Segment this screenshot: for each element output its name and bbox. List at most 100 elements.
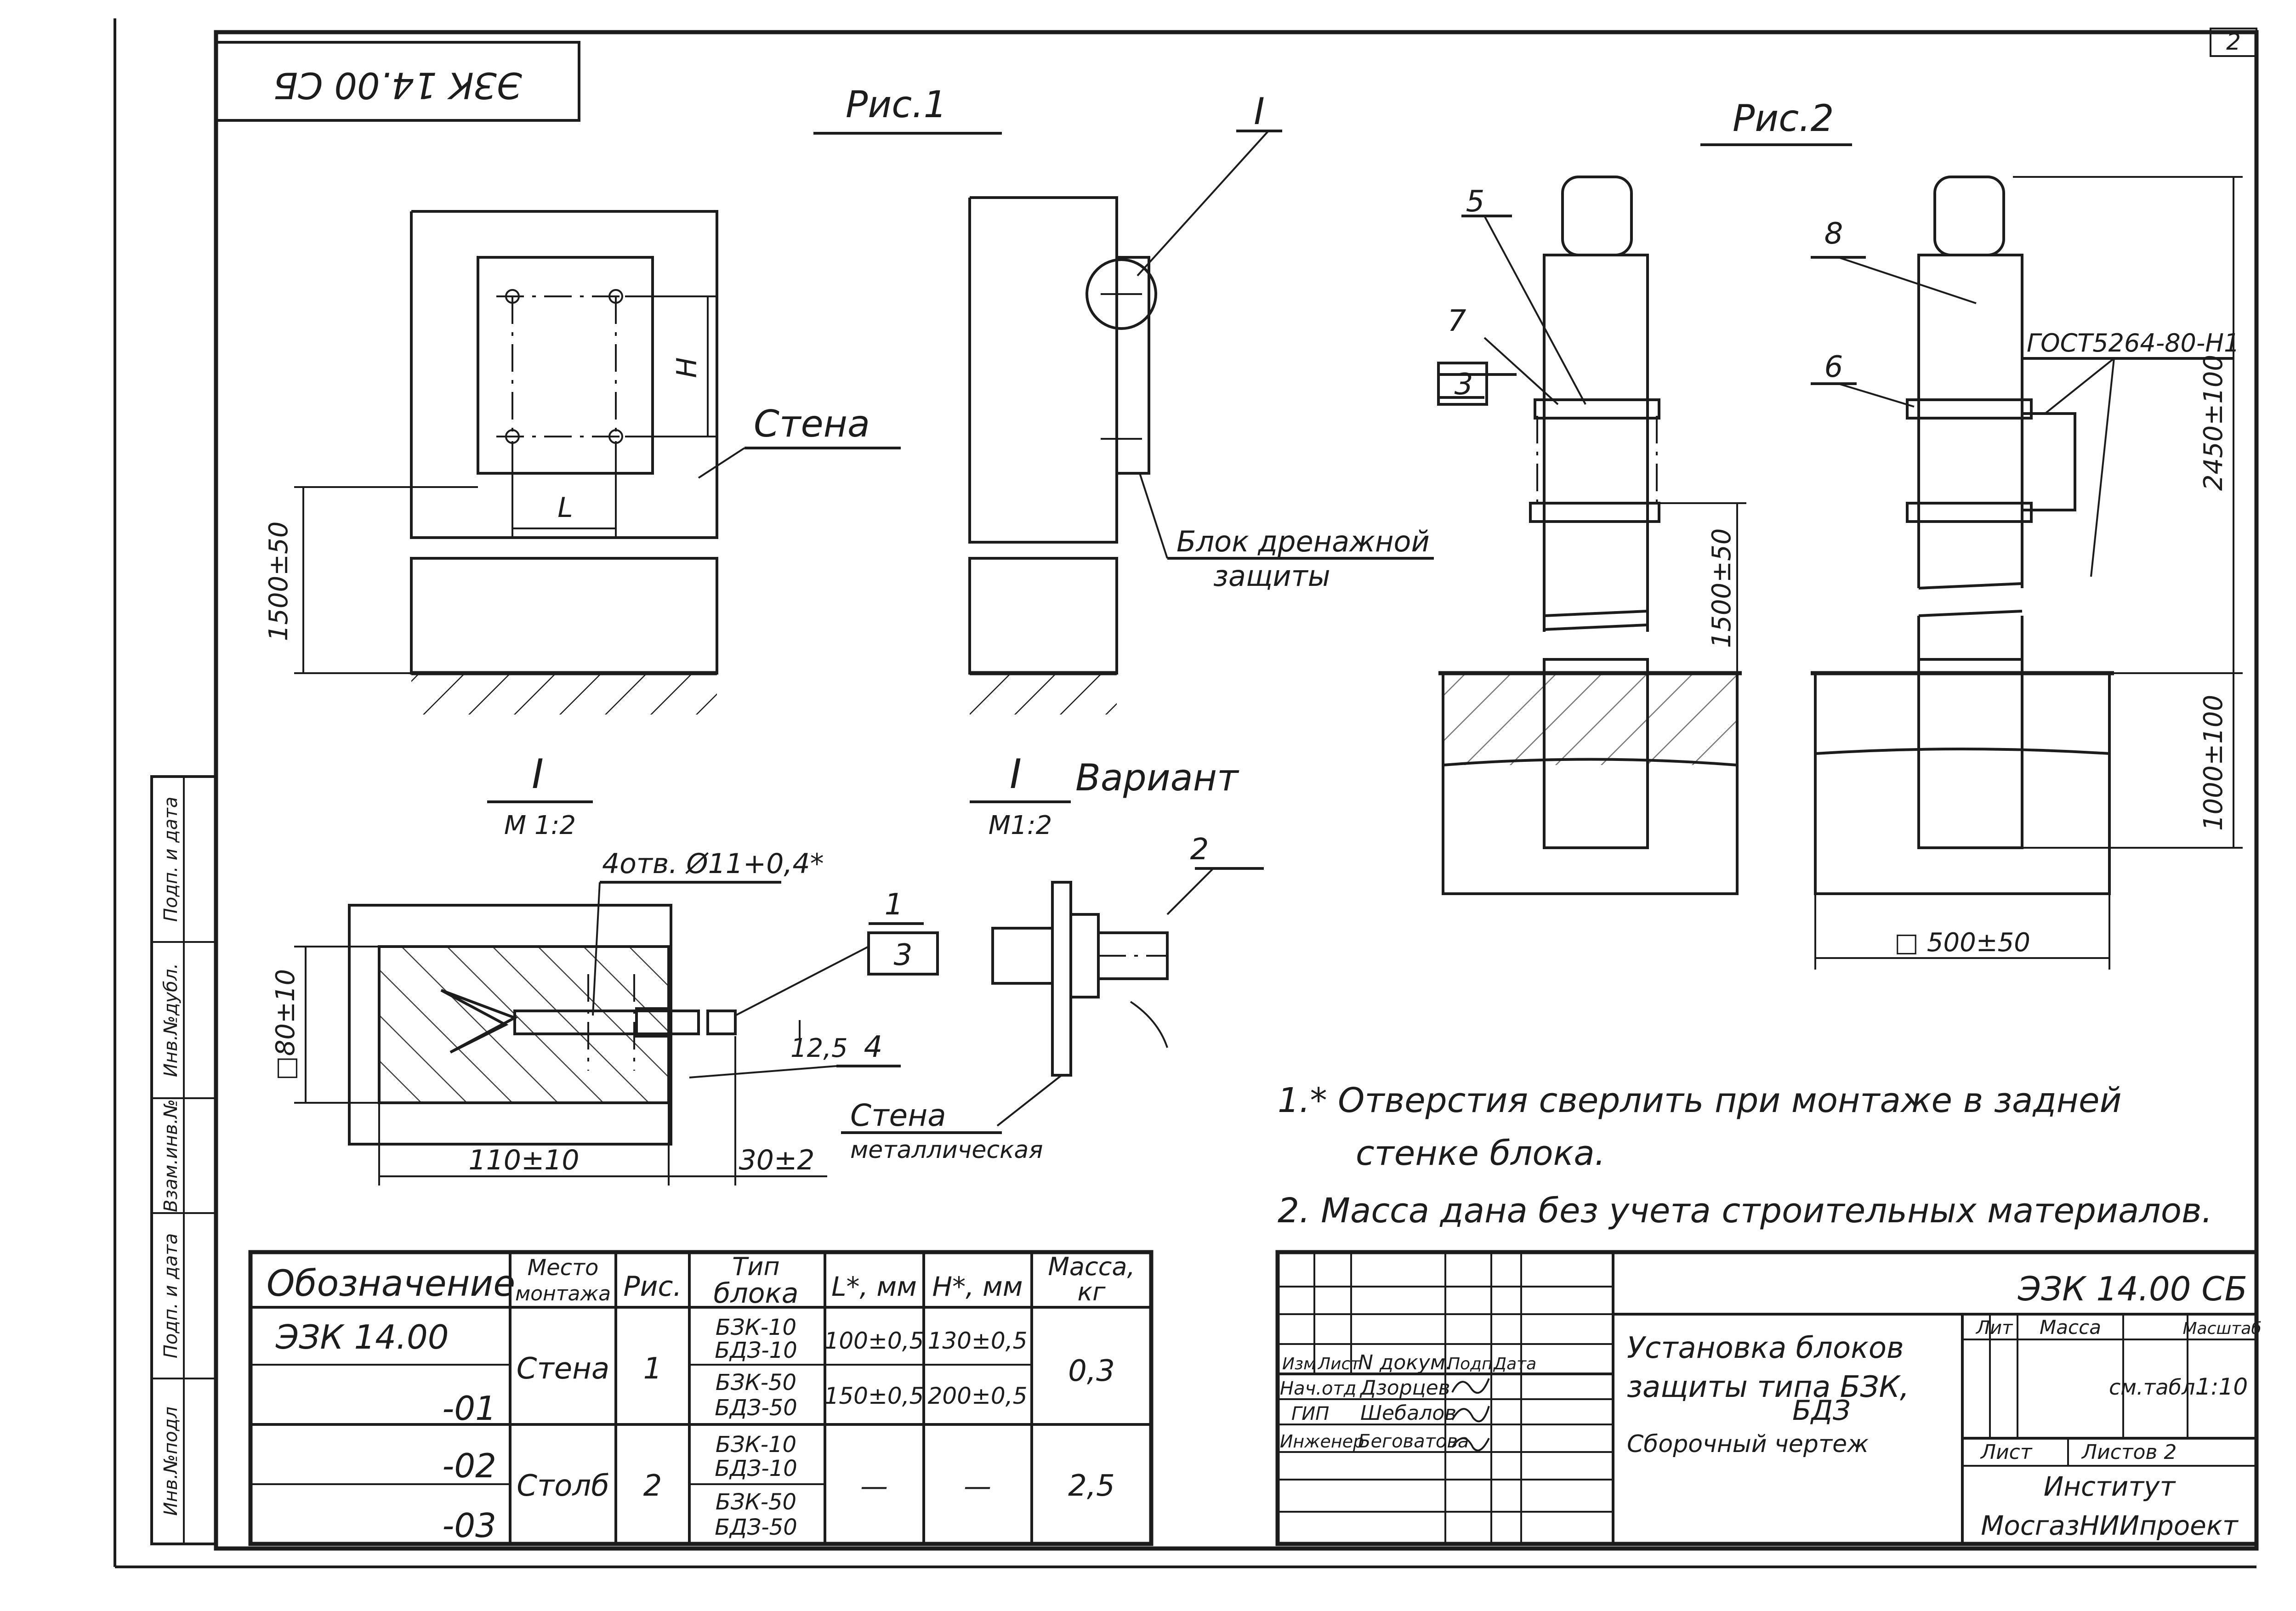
name-1: Дзорцев [1359,1376,1450,1400]
th-mass-1: Масса, [1048,1252,1135,1281]
th-l: L*, мм [831,1271,917,1302]
pos-1-label: 1 [885,888,904,922]
note-1: 1.* Отверстия сверлить при монтаже в зад… [1278,1081,2122,1120]
detail-variant-section [991,867,1264,1127]
holes-label: 4отв. Ø11+0,4* [602,848,824,880]
type-1-1: БЗК-50 [716,1370,796,1395]
metal-wall-label-2: металлическая [850,1136,1043,1164]
type-3-2: БДЗ-50 [715,1515,797,1540]
svg-text:ЭЗК 14.00 СБ: ЭЗК 14.00 СБ [273,64,523,106]
detail-mark: I [532,750,544,798]
pos-2-label: 2 [1190,833,1209,867]
sheet-label: Лист [1980,1441,2033,1464]
sheet-corner-number: 2 [2226,28,2241,55]
row-designation-1: -01 [442,1389,496,1428]
sheets-label: Листов 2 [2081,1441,2177,1464]
metal-wall-label-1: Стена [850,1098,946,1133]
lit-label: Лит [1975,1317,2013,1339]
note-1-cont: стенке блока. [1356,1134,1605,1173]
type-0-2: БДЗ-10 [715,1338,797,1363]
title-line-2: защиты типа БЗК, [1627,1370,1909,1404]
type-2-2: БДЗ-10 [715,1456,797,1481]
mass-label: Масса [2040,1316,2101,1339]
title-line-4: Сборочный чертеж [1627,1430,1869,1458]
title-block [1275,1250,2259,1546]
detail-section [294,881,939,1186]
side-stamp: Инв.№подл Подп. и дата Взам.инв.№ Инв.№д… [150,775,217,1545]
dim-500: □ 500±50 [1894,928,2030,958]
col-list: Лист [1317,1355,1360,1373]
place-wall: Стена [517,1352,609,1386]
drainage-label-line2: защиты [1213,559,1330,593]
name-3: Беговатова [1358,1431,1469,1452]
scale-value: 1:10 [2196,1373,2248,1400]
scale-label: Масштаб [2182,1319,2261,1338]
l-1: 150±0,5 [824,1383,924,1409]
svg-text:Взам.инв.№: Взам.инв.№ [160,1099,182,1212]
role-3: Инженер [1280,1431,1364,1452]
fig-wall: 1 [643,1352,662,1386]
fig1-title: Рис.1 [846,83,947,126]
wall-label: Стена [754,403,870,445]
pos-3-label-detail: 3 [894,938,913,972]
col-sign: Подп. [1448,1355,1498,1373]
pos-7-label: 7 [1448,304,1466,338]
wall-side-view [968,130,1282,715]
place-pole: Столб [517,1469,609,1503]
col-izm: Изм [1282,1355,1316,1373]
dim-h-label: H [671,357,703,378]
rotated-code-stamp: ЭЗК 14.00 СБ [215,41,580,122]
dim-80: □80±10 [271,969,301,1080]
th-designation: Обозначение [267,1263,515,1305]
type-1-2: БДЗ-50 [715,1395,797,1421]
col-doc: N докум. [1358,1351,1452,1374]
mass-value: см.табл. [2109,1375,2202,1400]
mass-wall: 0,3 [1068,1354,1115,1388]
th-place-2: монтажа [515,1282,611,1305]
institute-2: МосгазНИИпроект [1981,1510,2239,1541]
type-2-1: БЗК-10 [716,1432,796,1458]
note-2: 2. Масса дана без учета строительных мат… [1278,1191,2212,1231]
type-3-1: БЗК-50 [716,1489,796,1515]
th-type-1: Тип [732,1252,779,1281]
name-2: Шебалов [1360,1401,1456,1425]
dim-1500-fig2: 1500±50 [1707,528,1737,648]
mass-pole: 2,5 [1068,1469,1115,1503]
title-line-1: Установка блоков [1627,1331,1904,1365]
pos-6-label: 6 [1824,350,1843,384]
spec-table [248,1250,1154,1546]
svg-text:Подп. и дата: Подп. и дата [160,797,182,922]
row-designation-3: -03 [442,1506,496,1545]
dim-110: 110±10 [468,1144,579,1176]
h-pole: — [964,1470,991,1503]
pole-a [1437,176,1746,895]
th-fig: Рис. [623,1271,682,1303]
signature-3 [1451,1437,1490,1452]
dim-1000: 1000±100 [2199,695,2228,831]
signature-2 [1451,1406,1490,1423]
variant-label: Вариант [1075,756,1239,799]
fig2-title: Рис.2 [1733,97,1834,140]
dim-1500-fig1: 1500±50 [264,522,294,641]
gost-label: ГОСТ5264-80-Н1 [2027,329,2239,357]
h-0: 130±0,5 [928,1327,1028,1354]
signature-1 [1451,1378,1490,1394]
wall-front-view: H L 1500±50 [264,210,718,715]
drainage-label-line1: Блок дренажной [1176,525,1430,558]
svg-text:Подп. и дата: Подп. и дата [160,1233,182,1358]
detail-callout-mark: I [1254,90,1265,133]
title-line-3: БДЗ [1792,1395,1851,1427]
svg-text:Инв.№подл: Инв.№подл [160,1407,182,1516]
title-code: ЭЗК 14.00 СБ [2018,1270,2247,1308]
detail-variant-mark: I [1010,750,1022,798]
l-0: 100±0,5 [824,1327,924,1354]
institute-1: Институт [2044,1471,2177,1502]
role-1: Нач.отд [1280,1378,1356,1399]
dim-12-5: 12,5 [790,1033,848,1063]
pole-b [1811,176,2243,970]
detail-scale: M 1:2 [504,811,576,840]
dim-l-label: L [557,492,573,524]
th-mass-2: кг [1078,1277,1106,1306]
fig-pole: 2 [643,1469,662,1503]
